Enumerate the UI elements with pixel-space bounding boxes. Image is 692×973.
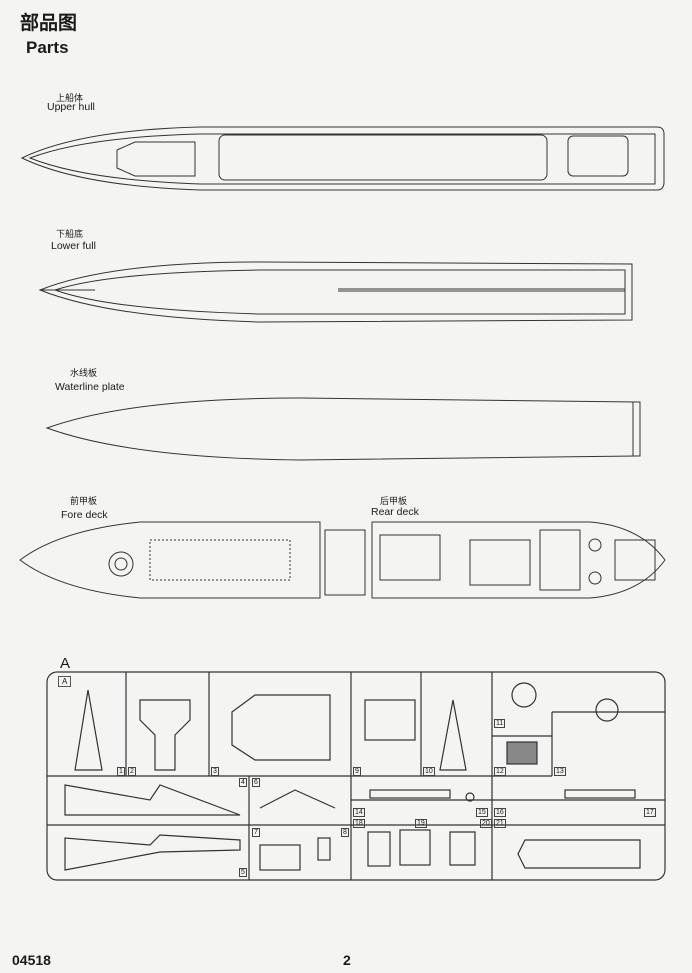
part-number: 9 — [353, 767, 361, 776]
lower-hull-drawing — [38, 261, 633, 323]
part-number: 2 — [128, 767, 136, 776]
part-number: 1 — [117, 767, 125, 776]
part-number: 18 — [353, 819, 365, 828]
part-number: 20 — [480, 819, 492, 828]
page-title-cn: 部品图 — [20, 13, 78, 34]
page-number: 2 — [343, 952, 351, 968]
fore-deck-drawing — [19, 521, 366, 599]
part-number: 21 — [494, 819, 506, 828]
part-number: 7 — [252, 828, 260, 837]
part-number: 12 — [494, 767, 506, 776]
part-number: 15 — [476, 808, 488, 817]
lower-hull-label-cn: 下船底 — [56, 229, 84, 239]
waterline-plate-label-cn: 水线板 — [70, 368, 98, 378]
sprue-name: A — [60, 655, 71, 672]
part-number: 4 — [239, 778, 247, 787]
part-number: 10 — [423, 767, 435, 776]
waterline-plate-drawing — [45, 397, 641, 461]
part-number: 6 — [252, 778, 260, 787]
part-number: 17 — [644, 808, 656, 817]
part-number: 14 — [353, 808, 365, 817]
waterline-plate-label: Waterline plate — [55, 381, 125, 393]
upper-hull-label-cn: 上船体 — [56, 93, 84, 103]
page-title: Parts — [26, 38, 69, 57]
part-number: 19 — [415, 819, 427, 828]
upper-hull-label: Upper hull — [47, 101, 95, 113]
rear-deck-drawing — [371, 521, 666, 599]
rear-deck-label: Rear deck — [371, 506, 419, 518]
part-number: 5 — [239, 868, 247, 877]
fore-deck-label-cn: 前甲板 — [70, 496, 98, 506]
rear-deck-label-cn: 后甲板 — [380, 496, 408, 506]
part-number: 16 — [494, 808, 506, 817]
upper-hull-drawing — [20, 126, 665, 191]
part-number: 11 — [494, 719, 506, 728]
part-number: 13 — [554, 767, 566, 776]
sprue-tag: A — [58, 676, 72, 687]
part-number: 3 — [211, 767, 219, 776]
fore-deck-label: Fore deck — [61, 509, 108, 521]
part-number: 8 — [341, 828, 349, 837]
lower-hull-label: Lower full — [51, 240, 96, 252]
product-code: 04518 — [12, 952, 51, 968]
sprue-a-frame — [46, 671, 666, 881]
